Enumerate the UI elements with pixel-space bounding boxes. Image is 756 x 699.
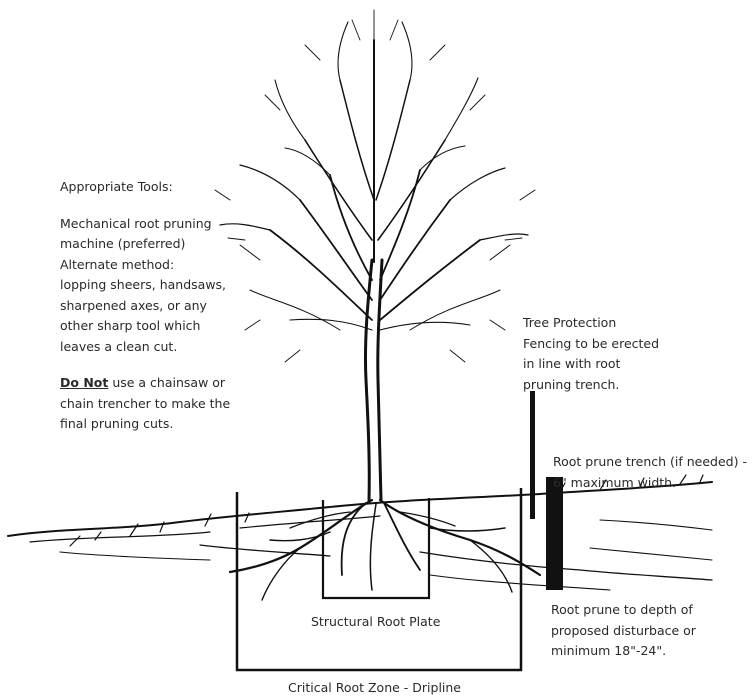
critical-root-zone-label: Critical Root Zone - Dripline: [288, 680, 461, 695]
protection-line: Tree Protection: [523, 315, 617, 330]
protection-line: Fencing to be erected: [523, 335, 660, 351]
tools-line: sharpened axes, or any: [60, 297, 207, 313]
warning-line: final pruning cuts.: [60, 416, 174, 431]
trench-line: Root prune trench (if needed) -: [553, 454, 747, 469]
warning-rest: use a chainsaw or: [108, 375, 226, 390]
root-prune-depth-note: Root prune to depth of proposed disturba…: [551, 600, 696, 662]
appropriate-tools-note: Appropriate Tools: Mechanical root pruni…: [60, 177, 230, 435]
warning-line: chain trencher to make the: [60, 395, 231, 411]
protection-line: in line with root: [523, 356, 621, 371]
tree-protection-fence-post: [530, 391, 535, 519]
trench-line: 6" maximum width.: [553, 474, 677, 490]
depth-line: minimum 18"-24".: [551, 643, 667, 658]
critical-root-zone-bracket: [235, 488, 523, 672]
tree-protection-note: Tree Protection Fencing to be erected in…: [523, 313, 659, 395]
tools-line: Mechanical root pruning: [60, 215, 212, 231]
root-prune-trench-note: Root prune trench (if needed) - 6" maxim…: [553, 452, 747, 493]
tools-line: Alternate method:: [60, 256, 175, 272]
ground-roots-illustration: [7, 474, 713, 601]
tools-line: machine (preferred): [60, 236, 186, 251]
root-prune-trench: [546, 477, 563, 590]
depth-line: proposed disturbace or: [551, 622, 696, 638]
structural-root-plate-bracket: [321, 498, 431, 600]
warning-line: Do Not use a chainsaw or: [60, 373, 230, 394]
tools-line: lopping sheers, handsaws,: [60, 277, 227, 292]
protection-line: pruning trench.: [523, 376, 620, 392]
tools-heading: Appropriate Tools:: [60, 179, 173, 194]
tools-line: other sharp tool which: [60, 318, 201, 333]
structural-root-plate-label: Structural Root Plate: [311, 614, 441, 629]
tools-line: leaves a clean cut.: [60, 338, 178, 354]
tree-illustration: [214, 9, 536, 502]
do-not-emphasis: Do Not: [60, 375, 109, 390]
depth-line: Root prune to depth of: [551, 602, 693, 617]
